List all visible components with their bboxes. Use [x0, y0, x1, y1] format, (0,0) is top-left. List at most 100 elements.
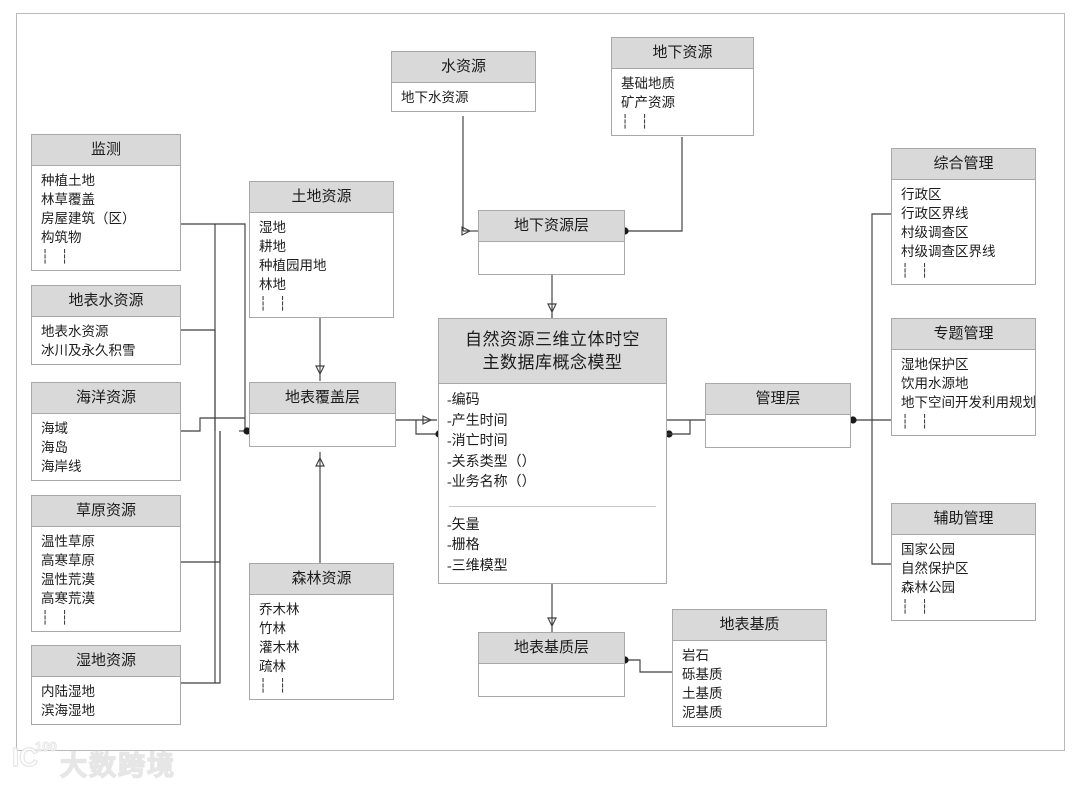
layer-body-landcover [250, 414, 395, 446]
attr-item: 种植园用地 [259, 258, 327, 273]
attr-ellipsis: ┆ ┆ [621, 114, 653, 129]
layer-body-substrate [479, 664, 624, 696]
entity-title-auxiliary: 辅助管理 [892, 504, 1035, 535]
attr-item: 内陆湿地 [41, 684, 95, 699]
entity-box-comprehensive[interactable]: 综合管理 行政区 行政区界线 村级调查区 村级调查区界线 ┆ ┆ [891, 148, 1036, 285]
entity-body-substrate: 岩石 砾基质 土基质 泥基质 [673, 641, 826, 726]
attr-item: 海岛 [41, 440, 68, 455]
layer-body-management [706, 415, 850, 447]
attr-item: -消亡时间 [447, 434, 508, 449]
attr-item: -三维模型 [447, 558, 508, 574]
attr-item: 砾基质 [682, 667, 723, 682]
entity-box-water[interactable]: 水资源 地下水资源 [391, 51, 536, 112]
watermark-text: 大数跨境 [59, 750, 176, 781]
entity-title-water: 水资源 [392, 52, 535, 83]
layer-box-landcover[interactable]: 地表覆盖层 [249, 382, 396, 447]
attr-item: 湿地保护区 [901, 357, 969, 372]
attr-item: 灌木林 [259, 640, 300, 655]
attr-item: 温性草原 [41, 534, 95, 549]
entity-body-land: 湿地 耕地 种植园用地 林地 ┆ ┆ [250, 213, 393, 317]
layer-box-substrate[interactable]: 地表基质层 [478, 632, 625, 697]
layer-title-underground: 地下资源层 [479, 211, 624, 242]
entity-title-substrate: 地表基质 [673, 610, 826, 641]
attr-item: 岩石 [682, 648, 709, 663]
attr-item: 高寒荒漠 [41, 591, 95, 606]
attr-item: 地表水资源 [41, 324, 109, 339]
entity-box-monitor[interactable]: 监测 种植土地 林草覆盖 房屋建筑（区） 构筑物 ┆ ┆ [31, 134, 181, 271]
attr-item: -编码 [447, 393, 480, 408]
attr-item: 饮用水源地 [901, 376, 969, 391]
attr-item: 湿地 [259, 220, 286, 235]
attr-item: 林草覆盖 [41, 192, 95, 207]
entity-title-underground: 地下资源 [612, 38, 753, 69]
attr-item: 冰川及永久积雪 [41, 343, 136, 358]
attr-item: 海域 [41, 421, 68, 436]
attr-ellipsis: ┆ ┆ [41, 249, 73, 264]
entity-box-underground[interactable]: 地下资源 基础地质 矿产资源 ┆ ┆ [611, 37, 754, 136]
attr-item: 高寒草原 [41, 553, 95, 568]
layer-title-management: 管理层 [706, 384, 850, 415]
entity-body-wetland: 内陆湿地 滨海湿地 [32, 677, 180, 724]
entity-box-ocean[interactable]: 海洋资源 海域 海岛 海岸线 [31, 382, 181, 481]
attr-item: -矢量 [447, 517, 480, 533]
attr-item: -业务名称（） [447, 475, 536, 490]
entity-box-land[interactable]: 土地资源 湿地 耕地 种植园用地 林地 ┆ ┆ [249, 181, 394, 318]
watermark-logo-sup: 100 [35, 739, 58, 755]
attr-item: -栅格 [447, 538, 480, 553]
attr-item: 森林公园 [901, 580, 955, 595]
attr-item: 疏林 [259, 659, 286, 674]
attr-item: 乔木林 [259, 602, 300, 617]
attr-item: 海岸线 [41, 459, 82, 474]
entity-body-auxiliary: 国家公园 自然保护区 森林公园 ┆ ┆ [892, 535, 1035, 620]
attr-ellipsis: ┆ ┆ [901, 414, 933, 429]
entity-body-surface-water: 地表水资源 冰川及永久积雪 [32, 317, 180, 364]
attr-item: 矿产资源 [621, 95, 675, 110]
entity-body-forest: 乔木林 竹林 灌木林 疏林 ┆ ┆ [250, 595, 393, 699]
attr-item: 地下水资源 [401, 90, 469, 105]
attr-item: -产生时间 [447, 413, 508, 429]
central-model-divider [449, 505, 656, 507]
attr-item: 温性荒漠 [41, 572, 95, 587]
attr-item: 基础地质 [621, 76, 675, 91]
attr-item: 土基质 [682, 686, 723, 701]
attr-item: 竹林 [259, 621, 286, 636]
entity-body-grassland: 温性草原 高寒草原 温性荒漠 高寒荒漠 ┆ ┆ [32, 527, 180, 631]
entity-box-forest[interactable]: 森林资源 乔木林 竹林 灌木林 疏林 ┆ ┆ [249, 563, 394, 700]
central-model-body: -编码 -产生时间 -消亡时间 -关系类型（） -业务名称（） -矢量 -栅格 … [439, 384, 666, 583]
layer-body-underground [479, 242, 624, 274]
entity-body-comprehensive: 行政区 行政区界线 村级调查区 村级调查区界线 ┆ ┆ [892, 180, 1035, 284]
entity-box-thematic[interactable]: 专题管理 湿地保护区 饮用水源地 地下空间开发利用规划 ┆ ┆ [891, 318, 1036, 436]
entity-body-monitor: 种植土地 林草覆盖 房屋建筑（区） 构筑物 ┆ ┆ [32, 166, 180, 270]
entity-title-forest: 森林资源 [250, 564, 393, 595]
entity-box-grassland[interactable]: 草原资源 温性草原 高寒草原 温性荒漠 高寒荒漠 ┆ ┆ [31, 495, 181, 632]
layer-box-management[interactable]: 管理层 [705, 383, 851, 448]
attr-item: 泥基质 [682, 705, 723, 720]
layer-title-substrate: 地表基质层 [479, 633, 624, 664]
watermark-logo-icon: IC [11, 741, 38, 772]
attr-item: 滨海湿地 [41, 703, 95, 718]
attr-item: 行政区界线 [901, 206, 969, 221]
entity-title-monitor: 监测 [32, 135, 180, 166]
entity-title-ocean: 海洋资源 [32, 383, 180, 414]
entity-title-surface-water: 地表水资源 [32, 286, 180, 317]
entity-title-wetland: 湿地资源 [32, 646, 180, 677]
central-model-box[interactable]: 自然资源三维立体时空 主数据库概念模型 -编码 -产生时间 -消亡时间 -关系类… [438, 318, 667, 584]
entity-box-auxiliary[interactable]: 辅助管理 国家公园 自然保护区 森林公园 ┆ ┆ [891, 503, 1036, 621]
entity-body-ocean: 海域 海岛 海岸线 [32, 414, 180, 480]
entity-body-underground: 基础地质 矿产资源 ┆ ┆ [612, 69, 753, 135]
entity-body-thematic: 湿地保护区 饮用水源地 地下空间开发利用规划 ┆ ┆ [892, 350, 1036, 435]
attr-item: 村级调查区界线 [901, 244, 996, 259]
entity-title-thematic: 专题管理 [892, 319, 1035, 350]
attr-item: 自然保护区 [901, 561, 969, 576]
entity-title-comprehensive: 综合管理 [892, 149, 1035, 180]
entity-box-substrate[interactable]: 地表基质 岩石 砾基质 土基质 泥基质 [672, 609, 827, 727]
entity-box-surface-water[interactable]: 地表水资源 地表水资源 冰川及永久积雪 [31, 285, 181, 365]
layer-box-underground[interactable]: 地下资源层 [478, 210, 625, 275]
attr-item: 构筑物 [41, 230, 82, 245]
entity-box-wetland[interactable]: 湿地资源 内陆湿地 滨海湿地 [31, 645, 181, 725]
attr-ellipsis: ┆ ┆ [901, 263, 933, 278]
attr-item: 行政区 [901, 187, 942, 202]
entity-title-grassland: 草原资源 [32, 496, 180, 527]
attr-item: -关系类型（） [447, 454, 536, 470]
